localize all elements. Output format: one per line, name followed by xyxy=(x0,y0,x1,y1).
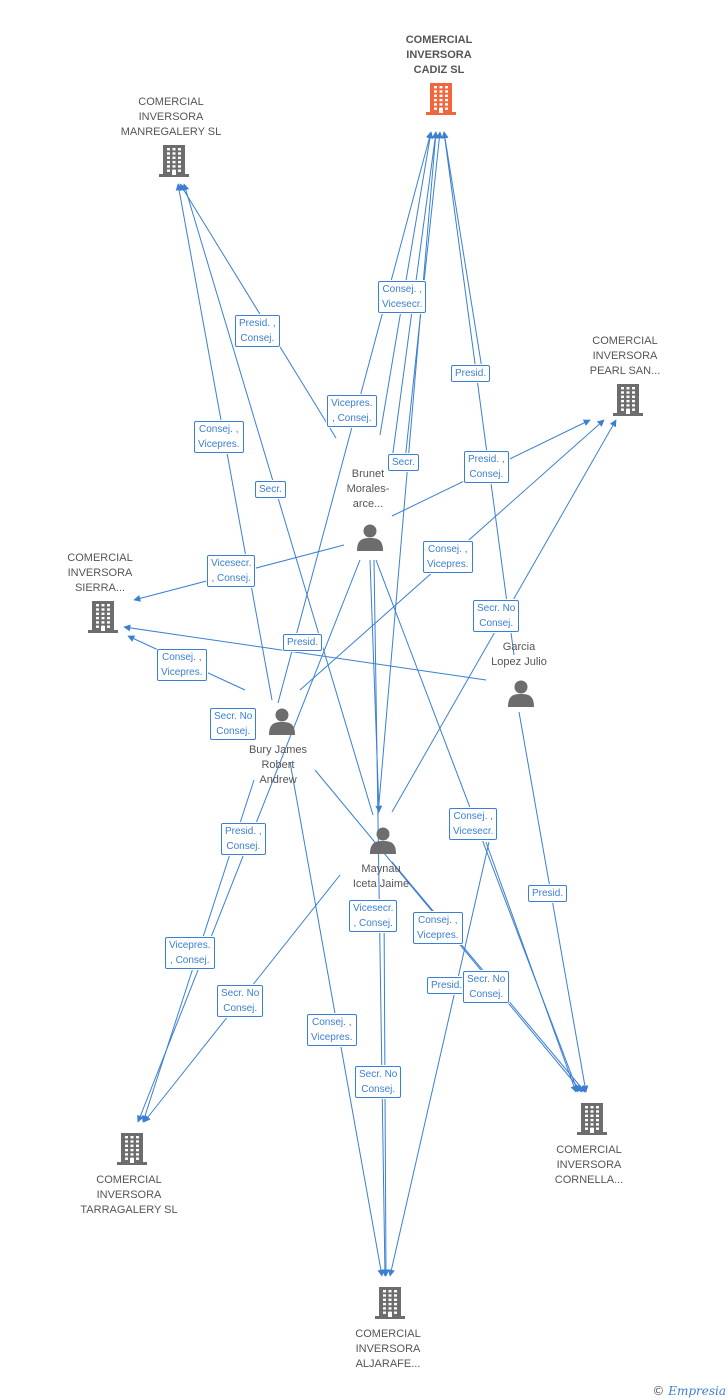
edge-role-label[interactable]: Consej. , Vicepres. xyxy=(157,649,207,681)
edge-role-label[interactable]: Secr. No Consej. xyxy=(473,600,520,632)
relation-edge xyxy=(441,131,515,656)
edge-role-label[interactable]: Vicepres. , Consej. xyxy=(327,395,377,427)
company-label-pearl[interactable]: COMERCIAL INVERSORA PEARL SAN... xyxy=(589,335,661,377)
edge-role-label[interactable]: Presid. , Consej. xyxy=(464,451,509,483)
relation-edge xyxy=(485,841,578,1093)
company-label-aljarafe[interactable]: COMERCIAL INVERSORA ALJARAFE... xyxy=(355,1328,421,1370)
person-label-garcia[interactable]: Garcia Lopez Julio xyxy=(491,641,547,668)
brand-name: Empresia xyxy=(668,1384,726,1398)
edge-role-label[interactable]: Presid. xyxy=(528,885,568,902)
edges xyxy=(123,131,617,1277)
relation-edge xyxy=(179,183,337,439)
company-label-tarragalery[interactable]: COMERCIAL INVERSORA TARRAGALERY SL xyxy=(80,1174,178,1216)
relation-edge xyxy=(441,131,484,376)
edge-role-label[interactable]: Secr. No Consej. xyxy=(217,985,264,1017)
edge-role-label[interactable]: Consej. , Vicepres. xyxy=(413,912,463,944)
edge-role-label[interactable]: Secr. No Consej. xyxy=(355,1066,402,1098)
building-icon[interactable] xyxy=(426,83,456,115)
building-icon[interactable] xyxy=(117,1133,147,1165)
building-icon[interactable] xyxy=(159,145,189,177)
building-icon[interactable] xyxy=(375,1287,405,1319)
relation-edge xyxy=(377,131,439,816)
building-icon[interactable] xyxy=(577,1103,607,1135)
company-label-sierra[interactable]: COMERCIAL INVERSORA SIERRA... xyxy=(67,552,133,594)
edge-role-label[interactable]: Presid. xyxy=(427,977,467,994)
company-label-cornella[interactable]: COMERCIAL INVERSORA CORNELLA... xyxy=(554,1144,624,1186)
person-icon[interactable] xyxy=(508,680,534,708)
edge-role-label[interactable]: Secr. xyxy=(255,481,286,498)
company-label-cadiz[interactable]: COMERCIAL INVERSORA CADIZ SL xyxy=(405,34,473,76)
edge-role-label[interactable]: Secr. No Consej. xyxy=(210,708,257,740)
person-icon[interactable] xyxy=(357,524,383,552)
relation-edge xyxy=(123,624,487,681)
edge-role-label[interactable]: Secr. No Consej. xyxy=(463,971,510,1003)
edge-role-label[interactable]: Consej. , Vicepres. xyxy=(194,421,244,453)
node-icons xyxy=(88,83,643,1319)
edge-role-label[interactable]: Vicesecr. , Consej. xyxy=(207,555,256,587)
relation-edge xyxy=(518,711,589,1093)
relation-edge xyxy=(387,841,490,1277)
edge-role-label[interactable]: Presid. xyxy=(451,365,491,382)
edge-role-label[interactable]: Consej. , Vicepres. xyxy=(423,541,473,573)
edge-role-label[interactable]: Presid. , Consej. xyxy=(221,823,266,855)
building-icon[interactable] xyxy=(88,601,118,633)
person-icon[interactable] xyxy=(269,708,295,736)
edge-role-label[interactable]: Consej. , Vicepres. xyxy=(307,1014,357,1046)
copyright-symbol: © xyxy=(652,1384,665,1398)
relation-edge xyxy=(182,183,374,816)
person-label-brunet[interactable]: Brunet Morales- arce... xyxy=(346,468,390,510)
edge-role-label[interactable]: Presid. xyxy=(283,634,323,651)
edge-role-label[interactable]: Secr. xyxy=(388,454,419,471)
edge-role-label[interactable]: Presid. , Consej. xyxy=(235,315,280,347)
footer-brand[interactable]: © Empresia xyxy=(652,1384,726,1398)
edge-role-label[interactable]: Vicesecr. , Consej. xyxy=(349,900,398,932)
person-label-maynau[interactable]: Maynau Iceta Jaime xyxy=(352,863,410,890)
person-label-bury[interactable]: Bury James Robert Andrew xyxy=(248,744,308,786)
edge-role-label[interactable]: Consej. , Vicesecr. xyxy=(449,808,498,840)
building-icon[interactable] xyxy=(613,384,643,416)
company-label-manregalery[interactable]: COMERCIAL INVERSORA MANREGALERY SL xyxy=(120,96,222,138)
edge-role-label[interactable]: Vicepres. , Consej. xyxy=(165,937,215,969)
edge-role-label[interactable]: Consej. , Vicesecr. xyxy=(378,281,427,313)
person-icon[interactable] xyxy=(370,827,396,855)
